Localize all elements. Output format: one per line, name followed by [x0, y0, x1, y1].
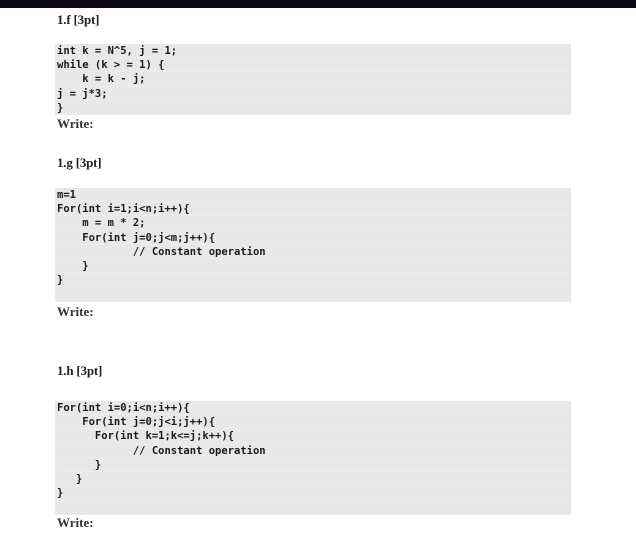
code-block-1h: For(int i=0;i<n;i++){ For(int j=0;j<i;j+… [55, 401, 571, 515]
write-label-1f: Write: [57, 116, 94, 131]
code-line: k = k - j; [57, 72, 571, 87]
code-block-1g: m=1 For(int i=1;i<n;i++){ m = m * 2; For… [55, 188, 571, 302]
code-line: // Constant operation [57, 245, 571, 259]
code-line: // Constant operation [57, 444, 571, 458]
write-label-1g: Write: [57, 304, 94, 319]
code-line: } [57, 259, 571, 274]
code-line: m = m * 2; [57, 216, 571, 231]
write-label-1h: Write: [57, 515, 94, 530]
question-heading-1g: 1.g [3pt] [57, 155, 102, 170]
code-line: int k = N^5, j = 1; [57, 44, 571, 59]
code-line: For(int j=0;j<i;j++){ [57, 415, 571, 430]
code-line: For(int k=1;k<=j;k++){ [57, 429, 571, 444]
code-line: } [57, 472, 571, 487]
code-line: } [57, 458, 571, 472]
code-line: } [57, 273, 571, 288]
code-line: For(int j=0;j<m;j++){ [57, 231, 571, 245]
code-line: For(int i=1;i<n;i++){ [57, 202, 571, 217]
code-line: } [57, 486, 571, 501]
code-line: while (k > = 1) { [57, 58, 571, 73]
code-block-1f: int k = N^5, j = 1; while (k > = 1) { k … [55, 44, 571, 115]
code-line: For(int i=0;i<n;i++){ [57, 401, 571, 416]
code-line: } [57, 101, 571, 115]
code-line [57, 287, 571, 302]
code-line: j = j*3; [57, 87, 571, 101]
question-heading-1f: 1.f [3pt] [57, 12, 100, 27]
question-heading-1h: 1.h [3pt] [57, 363, 103, 378]
code-line [57, 500, 571, 515]
top-bar [0, 0, 636, 8]
code-line: m=1 [57, 188, 571, 203]
